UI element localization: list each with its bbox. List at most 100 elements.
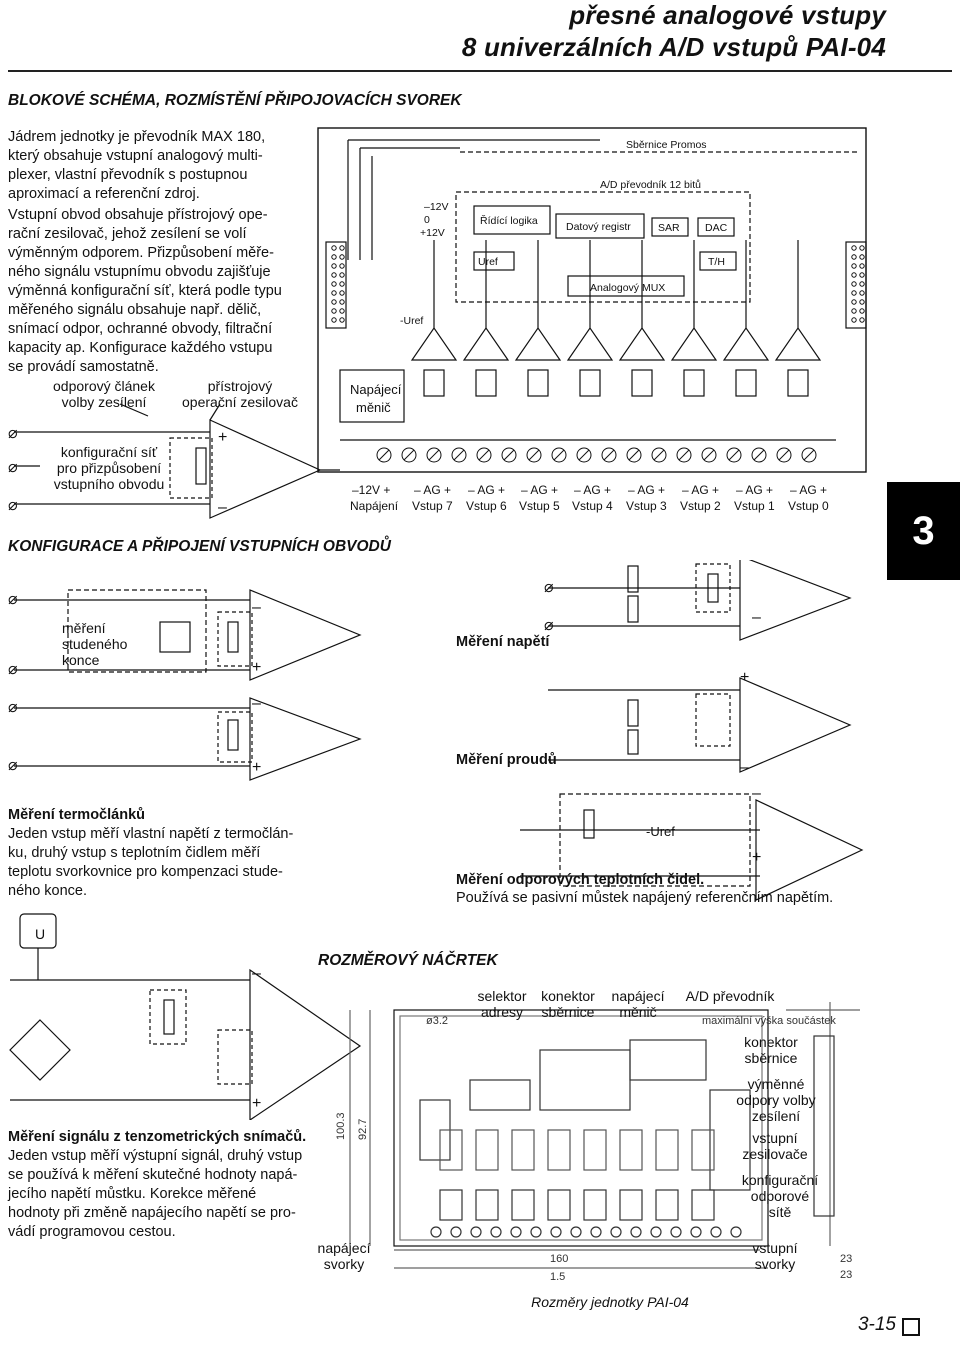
terminal-polarity-label: – AG + [521,483,558,497]
block-amp-icon [670,326,718,361]
terminal-screw-icon [651,447,667,463]
block-amp-icon [462,326,510,361]
rtd-text: Používá se pasivní můstek napájený refer… [456,890,834,906]
terminal-polarity-label: –12V + [352,483,390,497]
terminal-screw-icon [801,447,817,463]
dim-23: 23 [840,1269,852,1281]
block-resistor-icon [735,369,757,397]
checkbox-icon [902,1318,920,1336]
terminal-name-label: Vstup 0 [788,499,829,513]
svg-text:+: + [252,1095,261,1112]
header-rule [8,70,952,72]
u-symbol: U [34,926,46,942]
rail-neg: –12V [424,201,449,213]
svg-text:+: + [252,759,261,776]
terminal-screw-icon [701,447,717,463]
terminal-screw-icon [751,447,767,463]
block-resistor-icon [631,369,653,397]
tc-description: Měření termočlánků Jeden vstup měří vlas… [8,807,294,899]
terminal-polarity-label: – AG + [790,483,827,497]
svg-text:⌀: ⌀ [8,425,18,442]
terminal-name-label: Vstup 7 [412,499,453,513]
terminal-screw-icon [726,447,742,463]
block-resistor-icon [787,369,809,397]
block-resistor-icon [579,369,601,397]
section-block-title: BLOKOVÉ SCHÉMA, ROZMÍSTĚNÍ PŘIPOJOVACÍCH… [8,92,462,109]
svg-text:–: – [218,499,227,516]
intro-paragraph-1: Jádrem jednotky je převodník MAX 180,kte… [8,129,266,202]
block-amp-icon [410,326,458,361]
terminal-name-label: Vstup 6 [466,499,507,513]
psu-label-1: Napájecí [350,382,402,397]
th-label: T/H [708,256,725,268]
svg-text:⌀: ⌀ [8,591,18,608]
svg-text:–: – [752,609,761,626]
mux-label: Analogový MUX [590,282,665,294]
block-diagram-svg: Sběrnice Promos A/D převodník 12 bitů Ří… [8,127,867,519]
strain-description: Měření signálu z tenzometrických snímačů… [8,1129,307,1240]
terminal-name-label: Vstup 5 [519,499,560,513]
block-resistor-icon [527,369,549,397]
adc-label: A/D převodník 12 bitů [600,179,701,191]
terminal-screw-icon [776,447,792,463]
dimension-drawing-svg: ø3.2 maximální výška součástek 160 1.5 2… [335,1002,860,1283]
svg-text:+: + [218,429,227,446]
svg-text:–: – [252,695,261,712]
block-resistor-icon [683,369,705,397]
rtd-title: Měření odporových teplotních čidel. [456,872,705,888]
bus-label: Sběrnice Promos [626,139,707,151]
dim-1-5: 23 [840,1253,852,1265]
ctrl-label: Řídící logika [480,214,538,227]
intro-paragraph-2: Vstupní obvod obsahuje přístrojový ope-r… [8,207,282,375]
header-line2: 8 univerzálních A/D vstupů PAI-04 [461,32,886,62]
svg-text:+: + [252,659,261,676]
terminal-name-label: Vstup 2 [680,499,721,513]
svg-text:⌀: ⌀ [8,661,18,678]
section-config-title: KONFIGURACE A PŘIPOJENÍ VSTUPNÍCH OBVODŮ [8,538,391,555]
svg-text:–: – [252,965,261,982]
dim-100: 100.3 [335,1112,347,1140]
dim-160: 1.5 [550,1271,565,1283]
section-dims-title: ROZMĚROVÝ NÁČRTEK [318,952,498,969]
svg-text:+: + [740,669,749,686]
sar-label: SAR [658,222,680,234]
terminal-name-label: Vstup 4 [572,499,613,513]
header-line1: přesné analogové vstupy [569,0,886,30]
max-height-label: maximální výška součástek [702,1015,836,1027]
rail-zero: 0 [424,214,430,226]
svg-text:–: – [252,599,261,616]
block-amp-icon [566,326,614,361]
callout-adc: A/D převodník [685,988,775,1004]
svg-text:+: + [752,560,761,564]
hole-dim: ø3.2 [426,1015,448,1027]
dim-149: 160 [550,1253,568,1265]
svg-text:⌀: ⌀ [544,617,554,634]
terminal-name-label: Vstup 3 [626,499,667,513]
terminal-polarity-label: – AG + [628,483,665,497]
terminal-screw-icon [426,447,442,463]
terminal-screw-icon [576,447,592,463]
voltage-caption: Měření napětí [456,634,550,650]
block-amp-icon [774,326,822,361]
svg-text:⌀: ⌀ [8,757,18,774]
terminal-screw-icon [376,447,392,463]
psu-label-2: měnič [356,400,391,415]
current-caption: Měření proudů [456,752,557,768]
block-amp-icon [618,326,666,361]
block-resistor-icon [423,369,445,397]
terminal-screw-icon [601,447,617,463]
svg-text:⌀: ⌀ [8,459,18,476]
dac-label: DAC [705,222,728,234]
terminal-screw-icon [526,447,542,463]
svg-text:⌀: ⌀ [8,497,18,514]
terminal-screw-icon [626,447,642,463]
